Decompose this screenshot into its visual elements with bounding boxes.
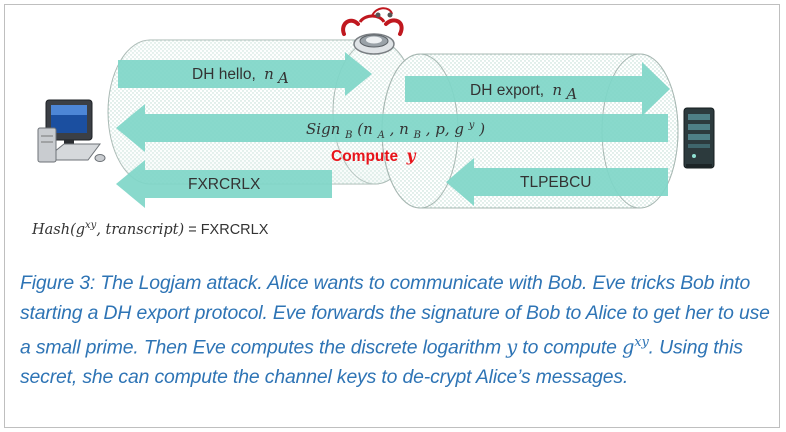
logjam-diagram: DH hello, n A DH export, n A Sign B (n A… <box>37 7 715 209</box>
svg-text:DH export, n A: DH export, n A <box>470 81 577 103</box>
svg-text:Sign B (n A: Sign B (n A , n B , p, g y ) <box>306 114 485 142</box>
arrow-tlpebcu: TLPEBCU <box>446 158 668 206</box>
figure-caption: Figure 3: The Logjam attack. Alice wants… <box>20 272 770 389</box>
arrow-fxrcrlx: FXRCRLX <box>116 160 332 208</box>
stethoscope-icon <box>341 7 404 55</box>
server-icon <box>683 107 715 169</box>
svg-text:DH hello, n A: DH hello, n A <box>192 65 289 87</box>
arrow-dh-hello: DH hello, n A <box>118 52 372 96</box>
compute-y-label: Compute y <box>331 146 416 165</box>
computer-icon <box>37 99 106 163</box>
svg-text:TLPEBCU: TLPEBCU <box>520 174 592 191</box>
svg-text:FXRCRLX: FXRCRLX <box>188 176 261 193</box>
arrow-sign-b: Sign B (n A , n B , p, g y ) <box>116 104 668 152</box>
hash-equation: Hash(gxy, transcript) = FXRCRLX <box>32 220 269 238</box>
figure-frame <box>4 4 780 428</box>
arrow-dh-export: DH export, n A <box>405 62 670 116</box>
